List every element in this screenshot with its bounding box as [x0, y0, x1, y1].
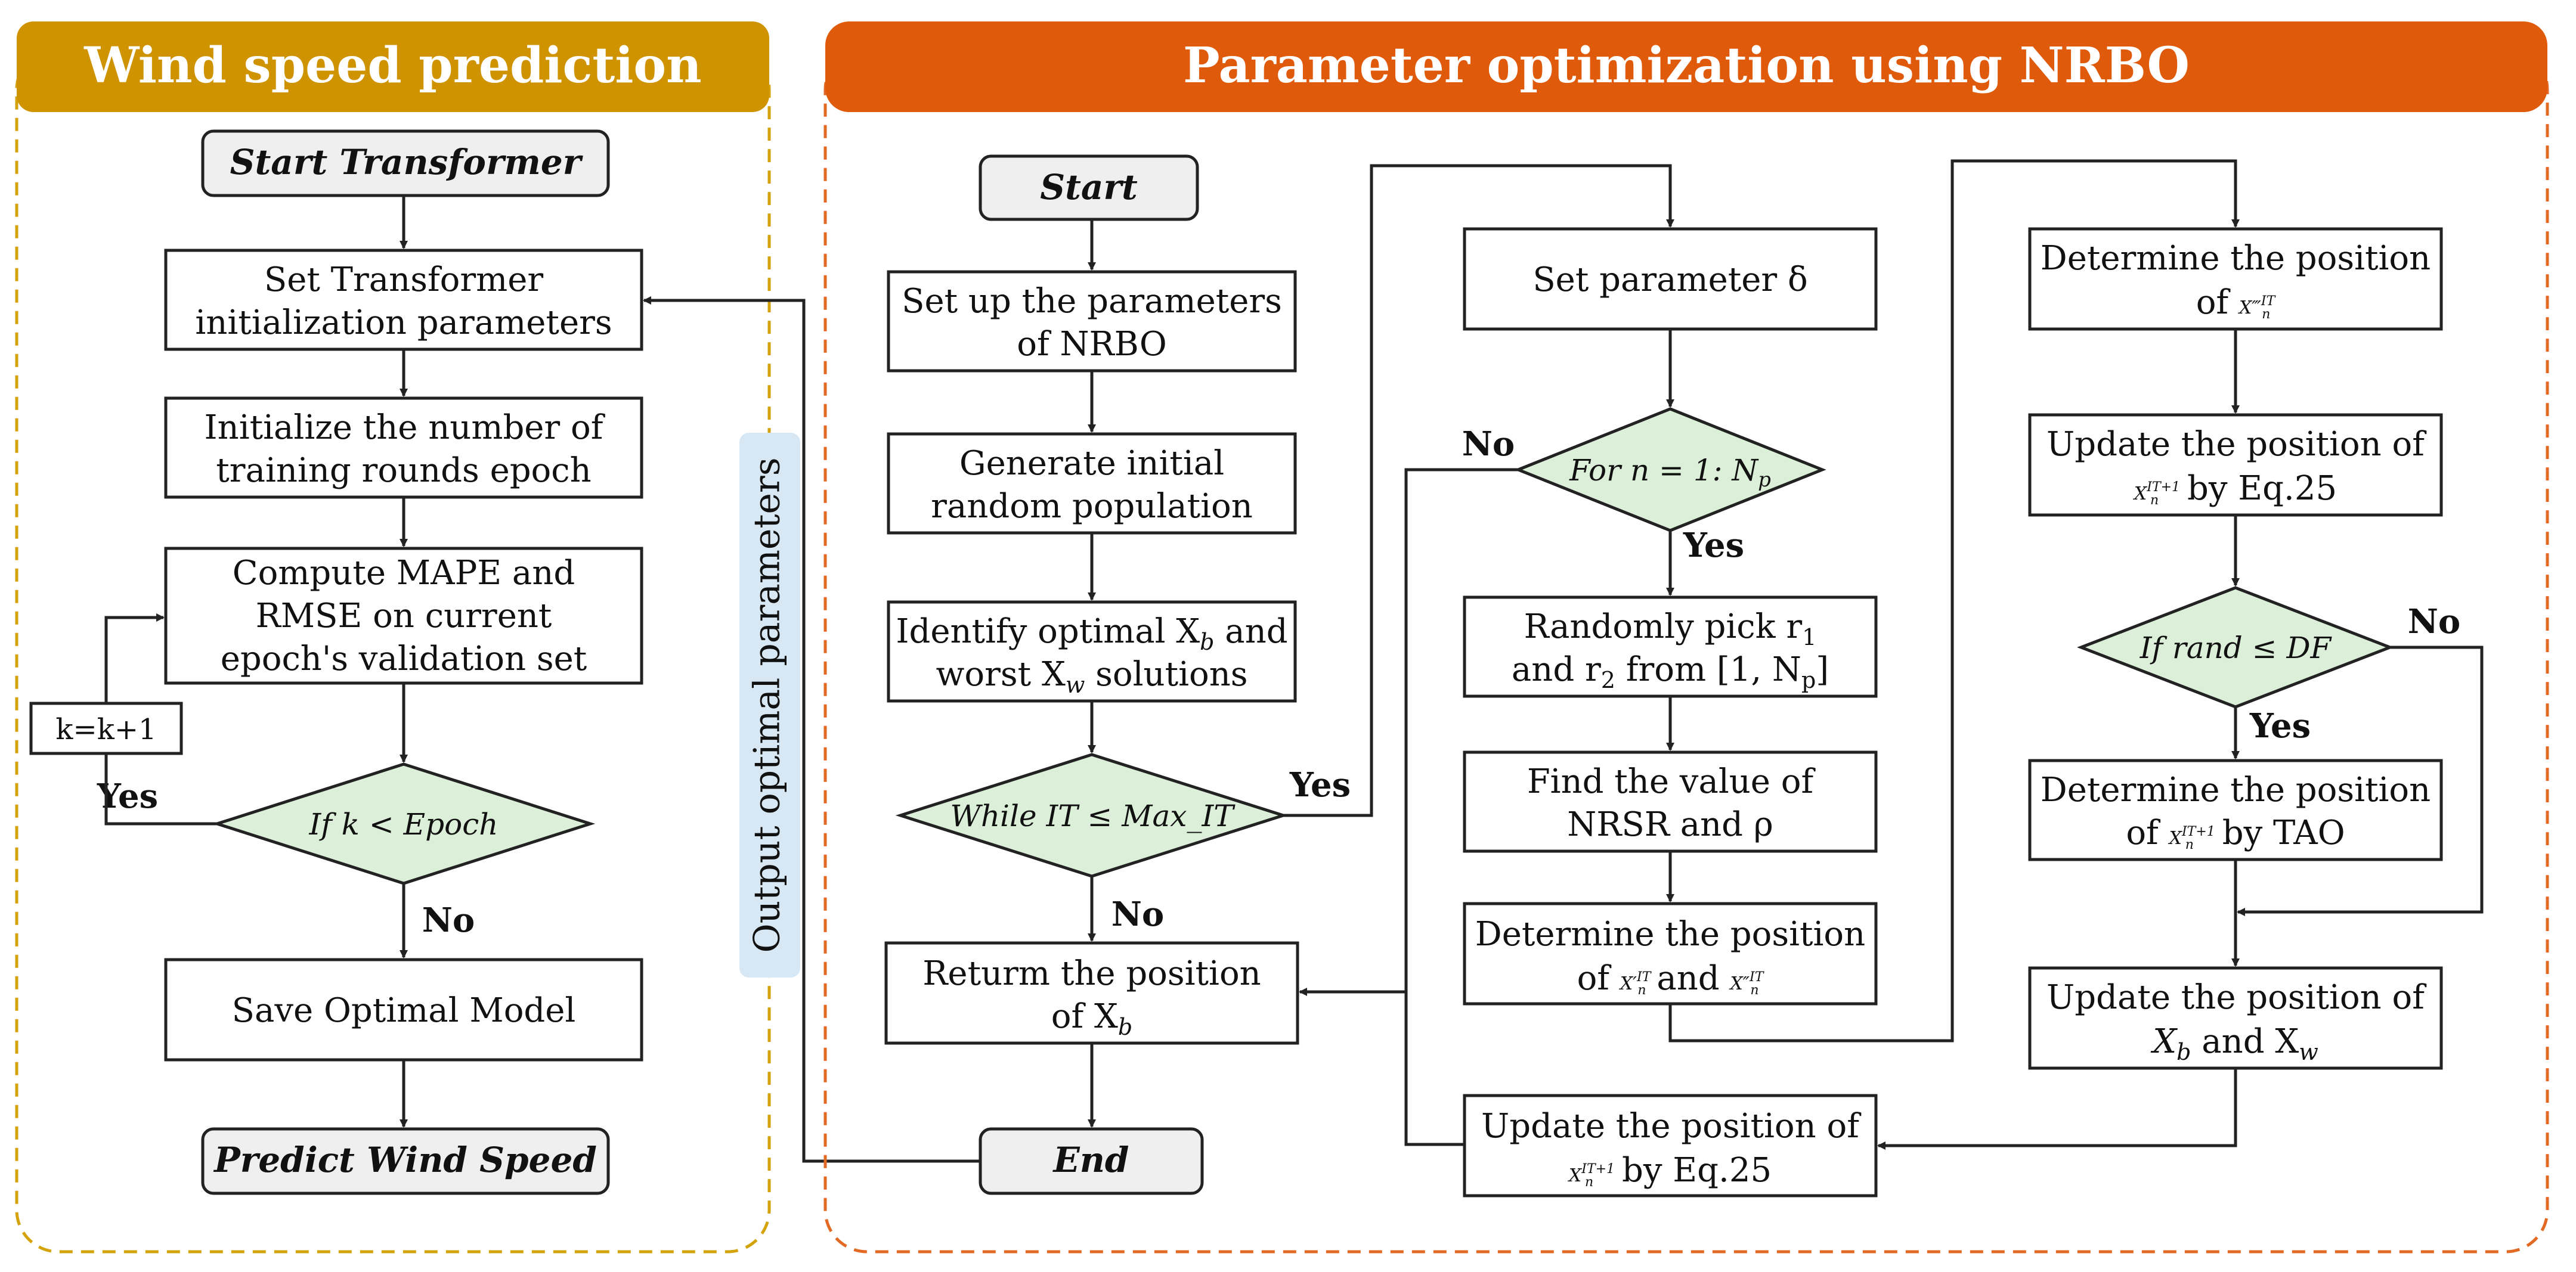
output-optimal-parameters-bg — [739, 433, 800, 978]
counter-label: k=k+1 — [55, 713, 156, 746]
save-model-label: Save Optimal Model — [232, 991, 576, 1030]
for-decision-label: For n = 1: Np — [1569, 453, 1771, 492]
compute-mape-label-2: RMSE on current — [256, 597, 552, 635]
identify-solutions-label-2: worst Xw solutions — [936, 655, 1247, 698]
start-label: Start — [1040, 167, 1138, 207]
update-position-bottom-box — [1463, 1094, 1878, 1197]
rand-decision-label: If rand ≤ DF — [2140, 631, 2333, 665]
set-init-params-label: Set Transformer — [264, 260, 544, 299]
rand-no-label: No — [2408, 602, 2461, 641]
epoch-decision — [212, 762, 596, 885]
nrsr-label-2: NRSR and ρ — [1567, 805, 1773, 844]
set-init-params-box — [164, 249, 643, 351]
while-no-label: No — [1111, 895, 1165, 934]
rand-yes-label: Yes — [2249, 706, 2311, 746]
setup-params-label: Set up the parameters — [902, 282, 1282, 321]
output-optimal-parameters-label: Output optimal parameters — [747, 457, 788, 953]
setup-params-label-2: of NRBO — [1017, 325, 1167, 364]
connector — [1877, 1068, 2237, 1150]
start-transformer-terminal — [201, 129, 610, 197]
nrsr-box — [1463, 750, 1878, 853]
init-epoch-label: Initialize the number of — [205, 408, 606, 447]
compute-mape-label-1: Compute MAPE and — [233, 554, 575, 592]
for-decision — [1514, 407, 1826, 532]
left-panel: Wind speed prediction Start Transformer … — [15, 21, 771, 1254]
save-model-box — [164, 958, 643, 1062]
init-epoch-label-2: training rounds epoch — [216, 451, 591, 490]
epoch-no-label: No — [422, 901, 475, 940]
determine-position-label-2: Determine the position — [2041, 239, 2431, 278]
tao-position-label: Determine the position — [2041, 771, 2431, 809]
set-init-params-label-2: initialization parameters — [195, 303, 612, 342]
setup-params-box — [887, 270, 1297, 373]
update-position-bottom-label: Update the position of — [1481, 1107, 1862, 1146]
end-terminal — [979, 1127, 1204, 1195]
connector — [1668, 159, 2240, 1043]
epoch-decision-label: If k < Epoch — [309, 807, 499, 842]
final-update-label: Update the position of — [2046, 978, 2427, 1017]
identify-solutions-label: Identify optimal Xb and — [896, 612, 1287, 655]
right-panel-header: Parameter optimization using NRBO — [1183, 37, 2190, 94]
output-optimal-parameters: Output optimal parameters — [643, 296, 980, 1163]
return-position-label-2: of Xb — [1051, 997, 1132, 1040]
left-panel-header-bg — [17, 21, 769, 112]
while-yes-label: Yes — [1289, 765, 1351, 805]
return-position-label: Returm the position — [922, 954, 1261, 993]
connector — [1283, 164, 1674, 817]
output-connector — [643, 296, 980, 1163]
update-position-right-box — [2028, 413, 2443, 517]
connector — [1404, 992, 1465, 1146]
generate-population-label: Generate initial — [959, 444, 1224, 483]
while-decision-label: While IT ≤ Max_IT — [950, 799, 1236, 833]
predict-wind-speed-label: Predict Wind Speed — [213, 1140, 597, 1180]
compute-mape-label-3: epoch's validation set — [221, 640, 587, 678]
determine-position-box-2 — [2028, 227, 2443, 331]
random-pick-label-2: and r2 from [1, Np] — [1512, 650, 1829, 693]
for-no-label: No — [1462, 424, 1515, 464]
identify-solutions-box — [887, 600, 1297, 703]
return-position-box — [884, 941, 1299, 1045]
start-transformer-label: Start Transformer — [230, 142, 584, 182]
compute-mape-box — [164, 547, 643, 685]
set-delta-label: Set parameter δ — [1532, 260, 1807, 299]
predict-wind-speed-terminal — [201, 1127, 610, 1195]
for-yes-label: Yes — [1683, 526, 1744, 565]
end-label: End — [1052, 1140, 1129, 1180]
generate-population-label-2: random population — [931, 487, 1253, 526]
left-panel-header: Wind speed prediction — [83, 37, 702, 94]
connector — [104, 753, 217, 826]
generate-population-box — [887, 432, 1297, 535]
update-position-right-label: Update the position of — [2046, 425, 2427, 464]
start-terminal — [979, 154, 1199, 221]
random-pick-label: Randomly pick r1 — [1524, 607, 1817, 650]
nrsr-label: Find the value of — [1527, 762, 1816, 801]
connector — [104, 613, 165, 703]
determine-position-label-1: Determine the position — [1475, 915, 1865, 954]
random-pick-box — [1463, 595, 1878, 698]
final-update-box — [2028, 966, 2443, 1070]
tao-position-box — [2028, 759, 2443, 861]
init-epoch-box — [164, 396, 643, 499]
connector — [2237, 646, 2484, 916]
right-panel-header-bg — [825, 21, 2547, 112]
right-panel: Parameter optimization using NRBO Start … — [823, 21, 2549, 1254]
final-update-label-2: Xb and Xw — [2150, 1022, 2318, 1065]
connector — [1299, 468, 1518, 996]
